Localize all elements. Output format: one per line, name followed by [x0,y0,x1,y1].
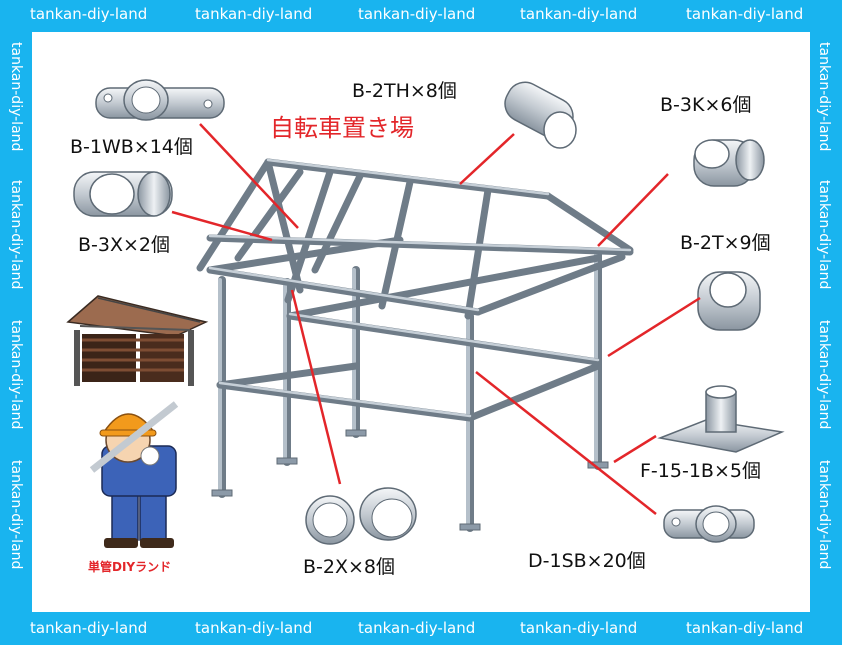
part-b2x-icon [305,487,417,545]
part-label-f151b: F-15-1B×5個 [640,460,761,482]
watermark-text: tankan-diy-land [358,619,476,637]
part-label-b2t: B-2T×9個 [680,232,771,254]
part-label-b3k: B-3K×6個 [660,94,752,116]
watermark-text: tankan-diy-land [8,460,24,570]
part-b3k-icon [693,139,765,187]
watermark-text: tankan-diy-land [8,180,24,290]
watermark-text: tankan-diy-land [816,180,832,290]
diagram-title: 自転車置き場 [270,114,414,142]
watermark-text: tankan-diy-land [8,42,24,152]
part-label-d1sb: D-1SB×20個 [528,550,646,572]
part-f151b-icon [657,385,785,453]
watermark-text: tankan-diy-land [195,5,313,23]
watermark-text: tankan-diy-land [195,619,313,637]
watermark-text: tankan-diy-land [816,42,832,152]
watermark-text: tankan-diy-land [520,619,638,637]
watermark-text: tankan-diy-land [816,460,832,570]
watermark-text: tankan-diy-land [816,320,832,430]
watermark-text: tankan-diy-land [8,320,24,430]
leader-lines [171,123,701,515]
part-label-b3x: B-3X×2個 [78,234,171,256]
watermark-text: tankan-diy-land [520,5,638,23]
watermark-text: tankan-diy-land [30,619,148,637]
part-b2th-icon [504,81,577,149]
brand-label: 単管DIYランド [88,560,172,574]
watermark-text: tankan-diy-land [686,619,804,637]
part-label-b2x: B-2X×8個 [303,556,396,578]
watermark-text: tankan-diy-land [30,5,148,23]
part-b2t-icon [697,271,761,331]
watermark-text: tankan-diy-land [686,5,804,23]
worker-mascot [89,401,179,548]
watermark-text: tankan-diy-land [358,5,476,23]
bicycle-shed-photo [66,295,209,386]
part-label-b2th: B-2TH×8個 [352,80,457,102]
pipe-frame [196,158,634,532]
part-d1sb-icon [663,505,755,543]
part-b3x-icon [73,171,173,217]
part-label-b1wb: B-1WB×14個 [70,136,193,158]
part-b1wb-icon [95,79,225,121]
